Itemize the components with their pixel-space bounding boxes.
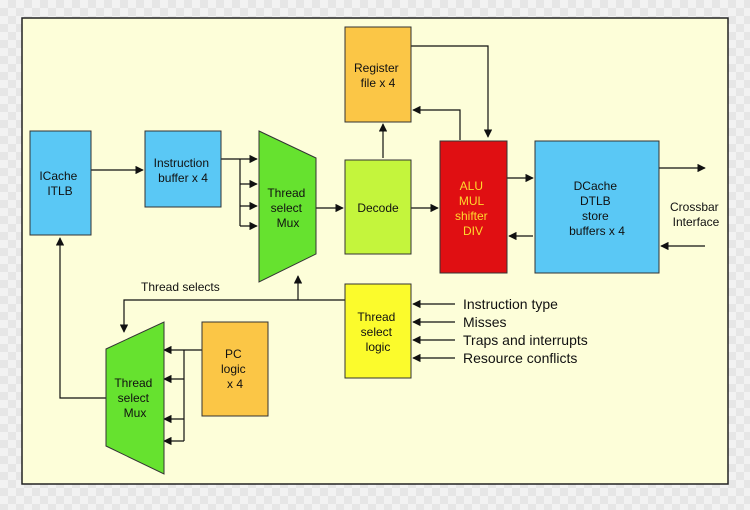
thread-selects-label: Thread selects — [141, 280, 220, 294]
input-traps-and-interrupts: Traps and interrupts — [463, 332, 588, 348]
instruction-buffer-label: Instruction buffer x 4 — [154, 156, 213, 185]
input-resource-conflicts: Resource conflicts — [463, 350, 577, 366]
dcache-block — [534, 140, 660, 274]
thread-select-logic-block — [344, 283, 412, 379]
crossbar-interface-label: Crossbar Interface — [670, 200, 722, 229]
instruction-buffer-block — [144, 130, 222, 208]
thread-select-mux-top — [258, 130, 317, 283]
register-file-block — [344, 26, 412, 123]
thread-select-logic-label: Thread select logic — [357, 310, 398, 354]
icache-label: ICache ITLB — [39, 169, 80, 198]
alu-label: ALU MUL shifter DIV — [455, 179, 491, 238]
thread-select-mux-bottom-label: Thread select Mux — [114, 376, 155, 420]
thread-select-mux-bottom — [105, 321, 165, 475]
decode-label: Decode — [357, 201, 399, 215]
input-instruction-type: Instruction type — [463, 296, 558, 312]
decode-block — [344, 159, 412, 255]
icache-block — [29, 130, 92, 236]
wires — [55, 45, 706, 446]
pc-logic-block — [201, 321, 269, 417]
alu-block — [439, 140, 508, 274]
pc-logic-label: PC logic x 4 — [221, 347, 249, 391]
input-misses: Misses — [463, 314, 507, 330]
register-file-label: Register file x 4 — [354, 61, 402, 90]
thread-select-mux-top-label: Thread select Mux — [267, 186, 308, 230]
dcache-label: DCache DTLB store buffers x 4 — [569, 179, 625, 238]
